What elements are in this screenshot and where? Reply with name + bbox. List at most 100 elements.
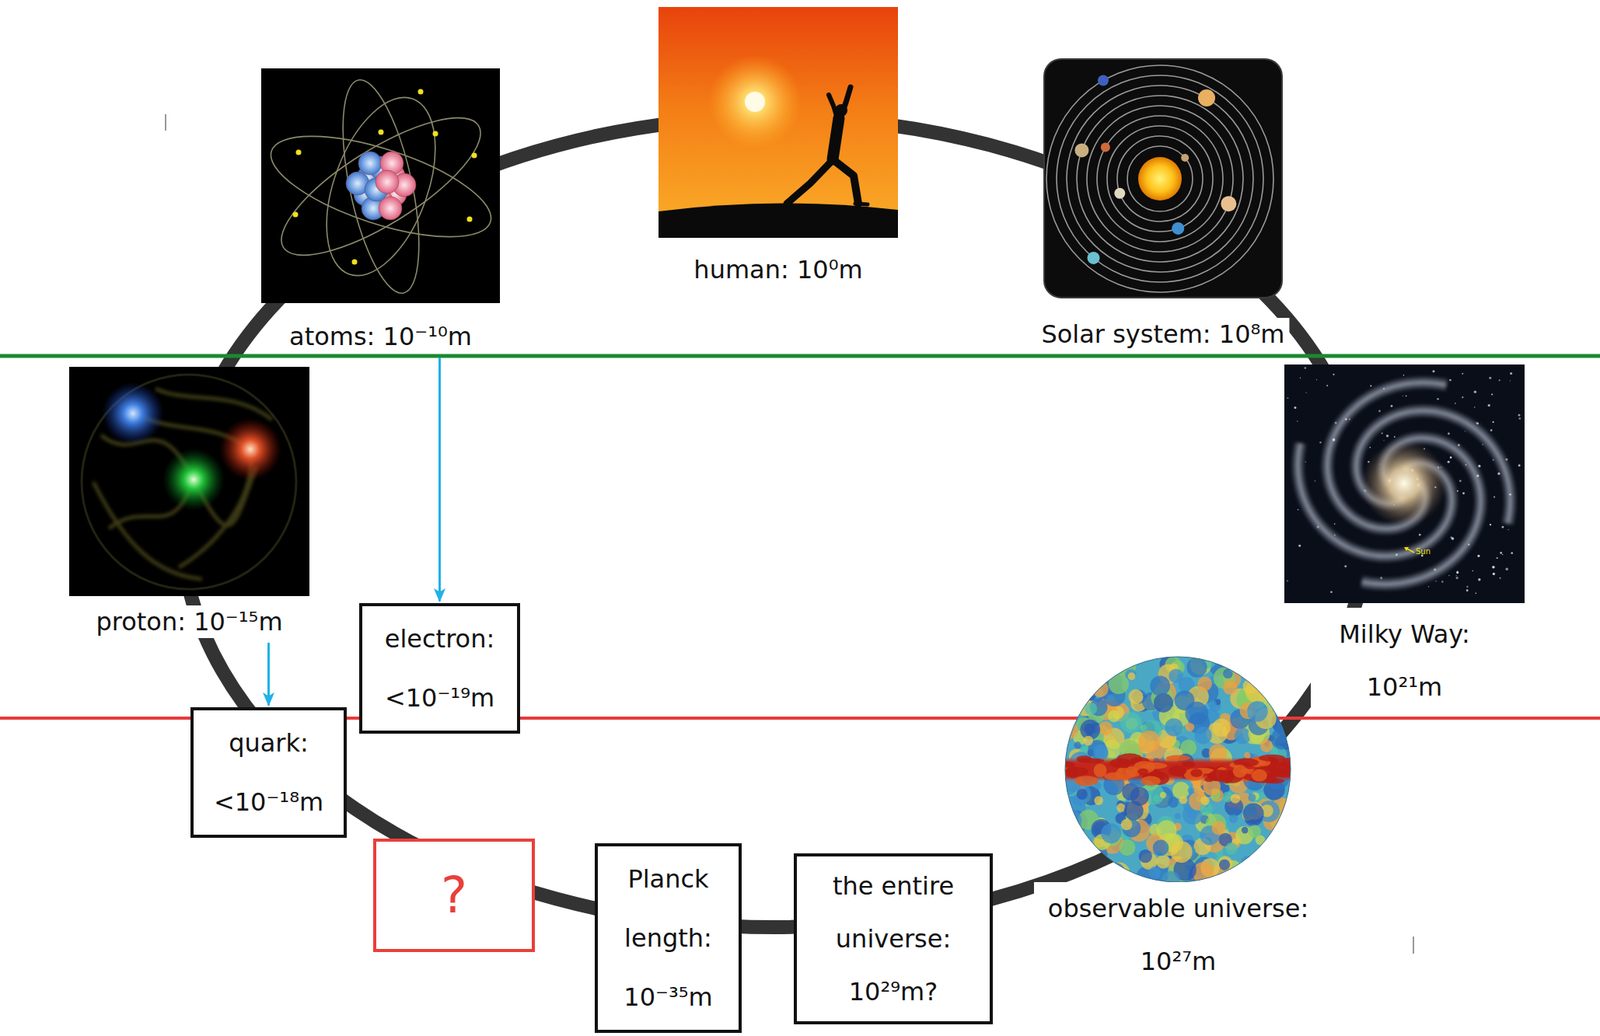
human-picture-part-part [832, 159, 859, 204]
cmb-sphere-picture-part-part [1184, 768, 1204, 782]
image-node: Solar system: 10⁸m [1044, 59, 1283, 298]
scale-box: quark: <10⁻¹⁸m [190, 707, 347, 839]
milky-way-picture-part-part [1492, 459, 1495, 462]
milky-way-picture-part-part [1334, 523, 1336, 525]
cmb-sphere-picture-part-part [1097, 656, 1111, 670]
proton-picture-part [69, 366, 310, 597]
proton-picture-part [219, 418, 282, 481]
box-text: ? [385, 845, 523, 947]
milky-way-picture-part-part [1441, 580, 1443, 583]
human-picture-part [658, 202, 898, 238]
cmb-sphere-picture-part-part [1138, 849, 1153, 863]
milky-way-picture-part-part [1464, 430, 1466, 432]
cmb-sphere-picture-part-part [1121, 819, 1133, 832]
milky-way-picture-part-part [1518, 414, 1521, 417]
milky-way-picture [1284, 364, 1525, 604]
human-picture-part [658, 6, 898, 238]
cmb-sphere-picture-part-part [1197, 677, 1213, 692]
milky-way-picture-part-part [1286, 579, 1289, 582]
cmb-sphere-picture-part-part [1074, 775, 1099, 787]
cmb-sphere-picture-part-part [1233, 765, 1248, 779]
milky-way-picture-part-part [1369, 447, 1371, 449]
cmb-sphere-picture-part-part [1241, 827, 1249, 835]
cmb-sphere-picture-part-part [1258, 754, 1286, 762]
milky-way-picture-part-part [1447, 461, 1450, 464]
milky-way-picture-part-part [1488, 404, 1491, 407]
cmb-sphere-picture-part-part [1062, 780, 1077, 795]
cmb-sphere-picture-part-part [1090, 855, 1104, 869]
tick-mark [1412, 936, 1415, 954]
atom-picture-part [261, 68, 500, 304]
cmb-sphere-picture-part-part [1156, 855, 1171, 870]
milky-way-picture-part-part [1499, 577, 1502, 580]
cmb-sphere-picture-part-part [1089, 673, 1097, 681]
solar-system-picture-part-part [1086, 105, 1234, 252]
milky-way-picture-part-part [1462, 492, 1465, 495]
image-node: Milky Way: 10²¹m [1284, 364, 1525, 604]
cmb-sphere-picture-part-part [1187, 787, 1195, 794]
box-text: Planck length: 10⁻³⁵m [607, 849, 730, 1028]
milky-way-picture-part-part [1474, 390, 1477, 393]
cmb-sphere-picture-part [1056, 648, 1300, 891]
solar-system-picture-part-part [1220, 195, 1237, 212]
sun-marker-label: Sun [1415, 547, 1431, 556]
cmb-sphere-picture-part-part [1065, 666, 1083, 685]
solar-system-picture-part-part [1100, 143, 1111, 153]
cmb-sphere-picture-part-part [1247, 793, 1256, 802]
milky-way-picture-part-part [1393, 436, 1396, 438]
solar-system-picture-part-part [1117, 136, 1203, 222]
milky-way-picture-part [1286, 366, 1521, 594]
atom-picture-part-part [375, 170, 399, 194]
cmb-sphere-picture-part-part [1062, 700, 1077, 715]
human-picture-part [786, 87, 868, 205]
cmb-sphere-picture-part-part [1078, 860, 1095, 877]
cmb-sphere-picture-part-part [1060, 824, 1080, 844]
cmb-sphere-picture-part-part [1120, 712, 1142, 734]
image-node: observable universe: 10²⁷m [1058, 656, 1299, 883]
milky-way-picture-part [1284, 364, 1525, 604]
cmb-sphere-picture-part-part [1212, 718, 1230, 737]
milky-way-picture-part-part [1488, 377, 1492, 380]
cmb-sphere-picture-part-part [1278, 798, 1296, 815]
cmb-sphere-picture-part-part [1167, 796, 1179, 808]
milky-way-picture-part-part [1502, 526, 1505, 529]
cmb-sphere-picture-part-part [1280, 674, 1287, 681]
milky-way-picture-part-part [1477, 555, 1480, 558]
cmb-sphere-picture-part-part [1179, 796, 1188, 805]
atom-picture-part-part [263, 94, 499, 280]
milky-way-picture-part-part [1454, 402, 1457, 405]
milky-way-picture-part-part [1299, 377, 1301, 379]
human-picture-part-part [855, 203, 868, 205]
image-node: atoms: 10⁻¹⁰m [261, 68, 500, 304]
milky-way-picture-part-part [1448, 575, 1450, 577]
cmb-sphere-picture-part-part [1208, 744, 1228, 763]
cmb-sphere-picture-part-part [1247, 701, 1269, 723]
cmb-sphere-picture-part-part [1243, 752, 1251, 759]
cmb-sphere-picture-part-part [1065, 767, 1089, 776]
milky-way-picture-part-part [1381, 432, 1384, 434]
cmb-sphere-picture-part-part [1103, 862, 1125, 884]
cmb-sphere-picture-part-part [1275, 837, 1283, 845]
atom-picture-part-part [378, 196, 402, 221]
cmb-sphere-picture-part-part [1284, 845, 1292, 853]
milky-way-picture-part-part [1456, 575, 1457, 577]
milky-way-picture-part-part [1327, 382, 1447, 529]
milky-way-picture-part-part [1344, 565, 1347, 568]
cmb-sphere-picture-part-part [1229, 814, 1239, 825]
milky-way-picture-part-part [1496, 557, 1499, 559]
atom-picture-part-part [378, 129, 385, 136]
milky-way-picture-part-part [1492, 572, 1496, 576]
cmb-sphere-picture-part-part [1250, 861, 1264, 875]
milky-way-picture-part-part [1403, 374, 1405, 376]
cmb-sphere-picture-part-part [1166, 755, 1191, 762]
milky-way-picture-part-part [1305, 461, 1307, 463]
cmb-sphere-picture-part-part [1251, 769, 1268, 783]
cmb-sphere-picture-part-part [1077, 671, 1091, 685]
atom-picture-part [345, 151, 416, 221]
atom-picture-part-part [293, 212, 299, 218]
cmb-sphere-picture-part-part [1187, 810, 1196, 819]
solar-system-picture-part-part [1074, 143, 1089, 158]
cmb-sphere-picture-part-part [1251, 854, 1260, 863]
cmb-sphere-picture-part-part [1263, 650, 1286, 673]
cmb-sphere-picture-part-part [1277, 674, 1295, 692]
